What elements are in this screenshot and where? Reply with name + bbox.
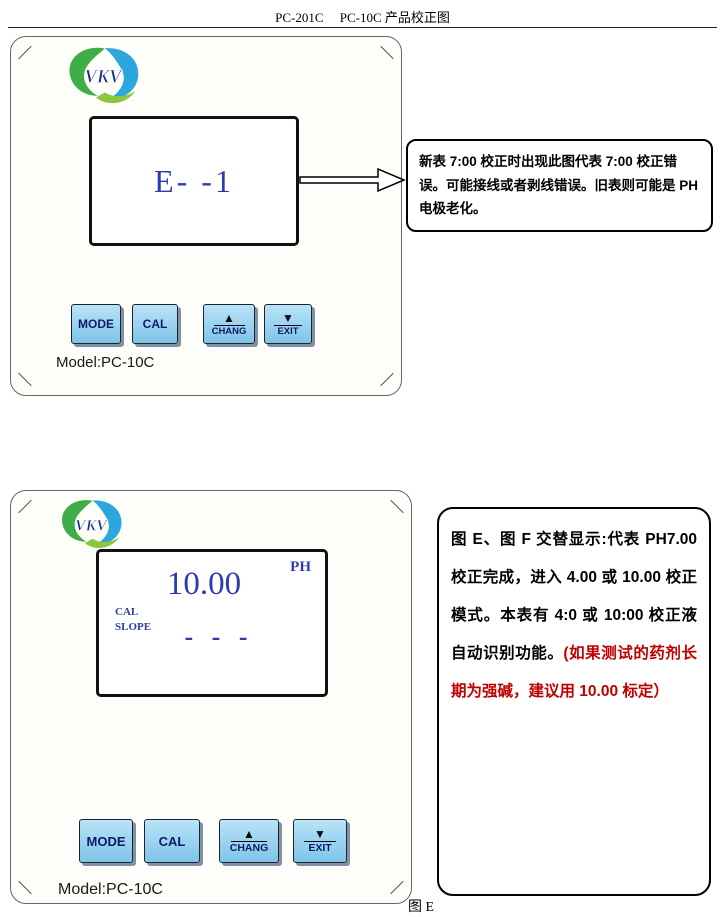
- header-divider: [8, 27, 717, 28]
- lcd-ph-unit: PH: [290, 559, 311, 575]
- exit-button[interactable]: ▼ EXIT: [264, 304, 312, 344]
- lcd-ph-value: 10.00: [166, 566, 242, 602]
- cal-button[interactable]: CAL: [144, 819, 200, 863]
- cal-button-label: CAL: [142, 317, 168, 331]
- mode-button-label: MODE: [86, 833, 126, 849]
- chang-button[interactable]: ▲ CHANG: [203, 304, 255, 344]
- exit-button[interactable]: ▼ EXIT: [293, 819, 347, 863]
- corner-notch: [18, 880, 32, 895]
- up-arrow-icon: ▲: [243, 827, 255, 842]
- lcd-display-top: E- -1: [89, 116, 299, 246]
- down-arrow-icon: ▼: [282, 310, 294, 325]
- corner-notch: [380, 372, 394, 387]
- error-note-text: 新表 7:00 校正时出现此图代表 7:00 校正错误。可能接线或者剥线错误。旧…: [419, 154, 699, 217]
- cal-button[interactable]: CAL: [132, 304, 178, 344]
- device-panel-top: VKV E- -1 MODE CAL ▲ CHANG ▼ EXIT Model:…: [10, 36, 402, 396]
- mode-button[interactable]: MODE: [71, 304, 121, 344]
- model-label: Model:PC-10C: [58, 881, 163, 898]
- corner-notch: [390, 499, 404, 514]
- chang-button-label: CHANG: [229, 842, 269, 855]
- arrow-underline: [303, 841, 337, 843]
- chang-button[interactable]: ▲ CHANG: [219, 819, 279, 863]
- arrow-connector-icon: [299, 167, 406, 193]
- mode-button[interactable]: MODE: [79, 819, 133, 863]
- exit-button-label: EXIT: [308, 842, 332, 855]
- lcd-error-code: E- -1: [154, 162, 234, 199]
- corner-notch: [390, 880, 404, 895]
- mode-button-label: MODE: [78, 317, 114, 331]
- vkv-logo: VKV: [62, 500, 122, 549]
- lcd-dashes: - - -: [184, 622, 254, 651]
- corner-notch: [18, 45, 32, 60]
- vkv-logo: VKV: [69, 47, 139, 104]
- lcd-slope-indicator: SLOPE: [115, 621, 152, 633]
- arrow-underline: [213, 324, 245, 326]
- corner-notch: [380, 45, 394, 60]
- up-arrow-icon: ▲: [223, 310, 235, 325]
- vkv-logo-text: VKV: [75, 517, 108, 534]
- arrow-underline: [273, 324, 303, 326]
- exit-button-label: EXIT: [277, 325, 299, 337]
- calibration-note-text: 图 E、图 F 交替显示:代表 PH7.00 校正完成，进入 4.00 或 10…: [451, 531, 697, 662]
- error-note-callout: 新表 7:00 校正时出现此图代表 7:00 校正错误。可能接线或者剥线错误。旧…: [406, 139, 713, 232]
- lcd-display-bottom: PH 10.00 CAL SLOPE - - -: [96, 549, 328, 697]
- down-arrow-icon: ▼: [314, 827, 326, 842]
- corner-notch: [18, 372, 32, 387]
- arrow-underline: [231, 841, 267, 843]
- vkv-logo-text: VKV: [85, 67, 124, 87]
- figure-label: 图 E: [408, 900, 435, 915]
- calibration-note-warning-text: (如果测试的药剂长期为强碱，建议用 10.00 标定）: [451, 644, 697, 700]
- calibration-note-callout: 图 E、图 F 交替显示:代表 PH7.00 校正完成，进入 4.00 或 10…: [437, 507, 711, 896]
- cal-button-label: CAL: [158, 833, 186, 849]
- chang-button-label: CHANG: [211, 325, 247, 337]
- corner-notch: [18, 499, 32, 514]
- page-header-title: PC-201C PC-10C 产品校正图: [275, 10, 450, 25]
- lcd-cal-indicator: CAL: [115, 606, 139, 618]
- model-label: Model:PC-10C: [56, 354, 155, 371]
- device-panel-bottom: VKV PH 10.00 CAL SLOPE - - - MODE CAL ▲ …: [10, 490, 412, 904]
